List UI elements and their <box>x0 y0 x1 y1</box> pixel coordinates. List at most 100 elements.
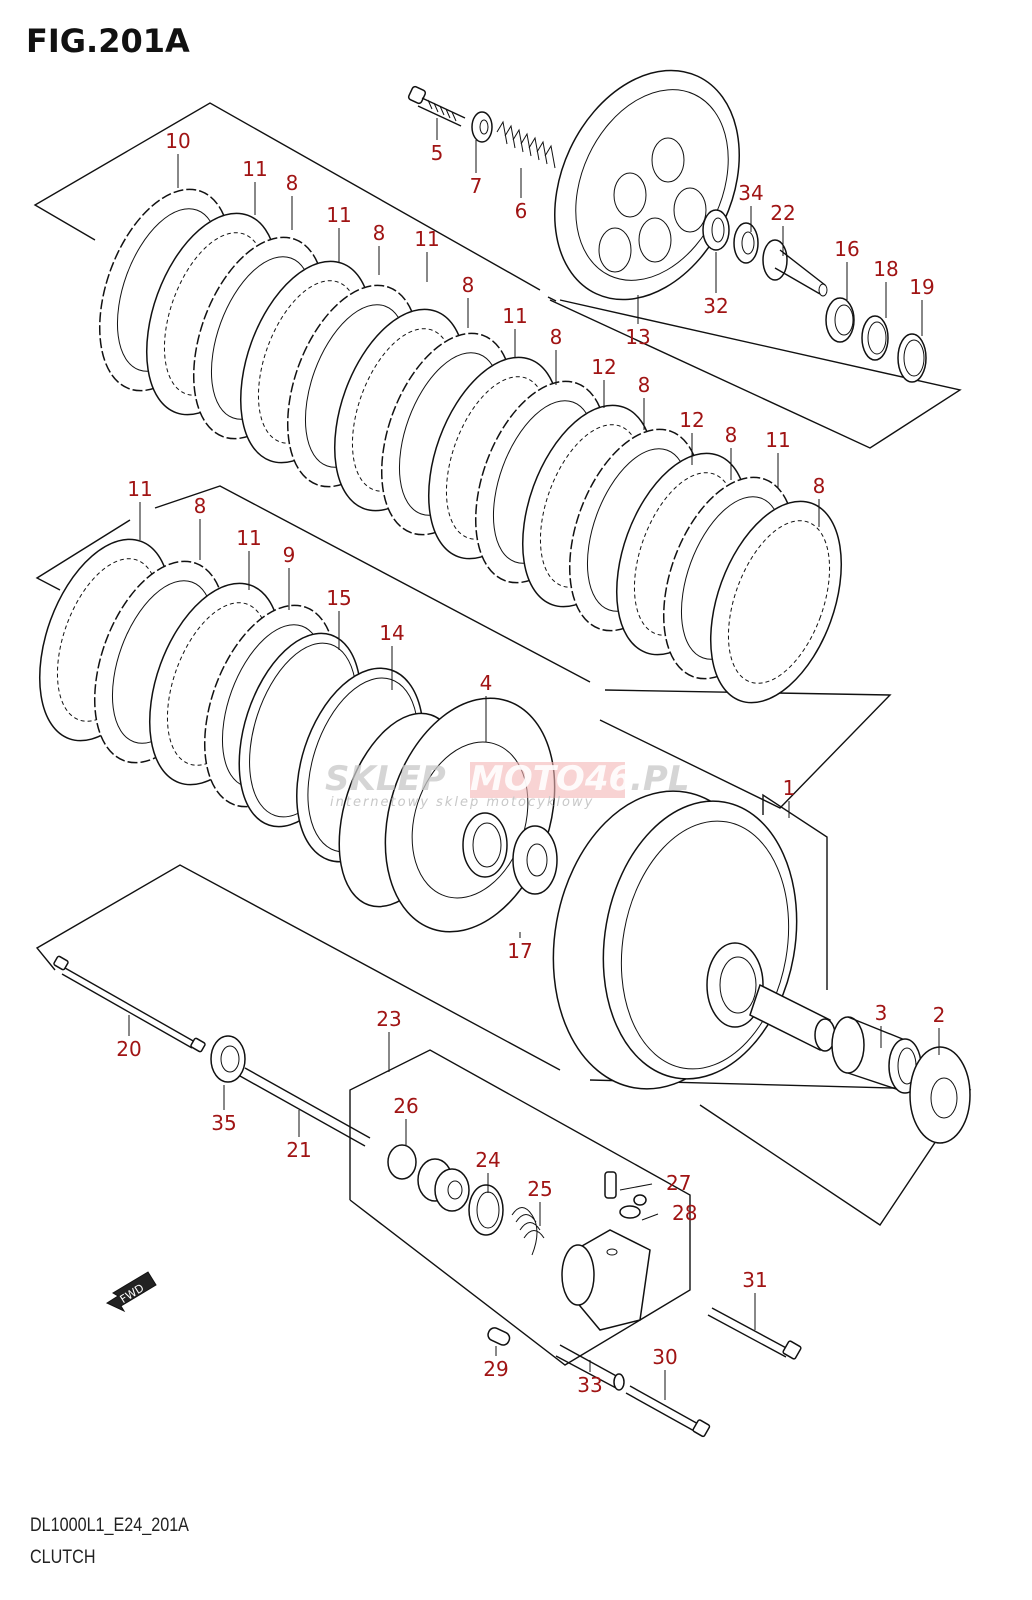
callout-11: 11 <box>765 428 790 488</box>
callout-number: 33 <box>577 1373 602 1397</box>
callout-leader-line <box>620 1184 652 1190</box>
watermark-brand-mid: MOTO46 <box>470 759 632 799</box>
callout-number: 11 <box>127 477 152 501</box>
callout-number: 12 <box>591 355 616 379</box>
callout-13: 13 <box>625 295 650 349</box>
callout-8: 8 <box>286 171 299 230</box>
callout-11: 11 <box>414 227 439 282</box>
callout-number: 8 <box>813 474 826 498</box>
part-washer-7 <box>472 112 492 142</box>
callout-23: 23 <box>376 1007 401 1072</box>
callout-number: 11 <box>236 526 261 550</box>
part-release-cylinder <box>562 1230 650 1330</box>
callout-number: 8 <box>286 171 299 195</box>
callout-number: 20 <box>116 1037 141 1061</box>
part-clutch-housing-1 <box>531 774 835 1106</box>
part-washer-19 <box>898 334 926 382</box>
watermark-brand-left: SKLEP <box>325 759 446 799</box>
callout-10: 10 <box>165 129 190 188</box>
callout-number: 30 <box>652 1345 677 1369</box>
part-cap-26 <box>388 1145 416 1179</box>
callout-number: 6 <box>515 199 528 223</box>
callout-number: 17 <box>507 939 532 963</box>
callout-5: 5 <box>431 118 444 165</box>
callout-11: 11 <box>502 304 527 358</box>
callout-9: 9 <box>283 543 296 610</box>
callout-27: 27 <box>620 1171 691 1195</box>
callout-6: 6 <box>515 168 528 223</box>
callout-32: 32 <box>703 252 728 318</box>
callout-number: 13 <box>625 325 650 349</box>
part-washer-2 <box>910 1047 970 1143</box>
part-needle-bearing-3 <box>832 1017 921 1093</box>
part-spring-6 <box>497 122 555 168</box>
callout-11: 11 <box>326 203 351 262</box>
callout-29: 29 <box>483 1346 508 1381</box>
part-bearing-34 <box>734 223 758 263</box>
callout-31: 31 <box>742 1268 767 1330</box>
callout-number: 18 <box>873 257 898 281</box>
callout-11: 11 <box>242 157 267 215</box>
callout-number: 2 <box>933 1003 946 1027</box>
callout-number: 35 <box>211 1111 236 1135</box>
part-pressure-plate-13 <box>519 40 775 329</box>
callout-number: 8 <box>725 423 738 447</box>
part-cap-28 <box>620 1195 646 1218</box>
callout-7: 7 <box>470 140 483 198</box>
part-washer-32 <box>703 210 729 250</box>
callout-number: 11 <box>242 157 267 181</box>
part-spring-25 <box>512 1208 544 1256</box>
callout-number: 5 <box>431 141 444 165</box>
callout-11: 11 <box>127 477 152 540</box>
callout-8: 8 <box>194 494 207 560</box>
callout-number: 8 <box>638 373 651 397</box>
callout-number: 21 <box>286 1138 311 1162</box>
callout-number: 9 <box>283 543 296 567</box>
callout-leader-line <box>642 1214 658 1220</box>
part-seal-24 <box>469 1185 503 1235</box>
callout-number: 16 <box>834 237 859 261</box>
callout-8: 8 <box>462 273 475 328</box>
part-nut-16 <box>826 298 854 342</box>
callout-number: 8 <box>462 273 475 297</box>
part-bolt-30 <box>626 1386 710 1437</box>
callout-number: 3 <box>875 1001 888 1025</box>
callout-number: 14 <box>379 621 404 645</box>
part-oil-seal-35 <box>211 1036 245 1082</box>
watermark-tagline: internetowy sklep motocyklowy <box>330 795 594 810</box>
callout-16: 16 <box>834 237 859 300</box>
callout-number: 12 <box>679 408 704 432</box>
callout-number: 25 <box>527 1177 552 1201</box>
callout-number: 23 <box>376 1007 401 1031</box>
callout-8: 8 <box>550 325 563 385</box>
callout-number: 29 <box>483 1357 508 1381</box>
callout-21: 21 <box>286 1110 311 1162</box>
callout-number: 26 <box>393 1094 418 1118</box>
callout-number: 10 <box>165 129 190 153</box>
callout-26: 26 <box>393 1094 418 1146</box>
part-bleeder-27 <box>605 1172 616 1198</box>
callout-3: 3 <box>875 1001 888 1048</box>
part-thrust-washer-17 <box>513 826 557 894</box>
callout-33: 33 <box>577 1360 602 1397</box>
callout-number: 24 <box>475 1148 500 1172</box>
callout-28: 28 <box>642 1201 697 1225</box>
callout-number: 15 <box>326 586 351 610</box>
figure-code: DL1000L1_E24_201A <box>30 1515 189 1537</box>
callout-number: 22 <box>770 201 795 225</box>
callout-11: 11 <box>236 526 261 590</box>
callout-number: 28 <box>672 1201 697 1225</box>
callout-30: 30 <box>652 1345 677 1400</box>
callout-number: 31 <box>742 1268 767 1292</box>
callout-number: 7 <box>470 174 483 198</box>
fwd-arrow-icon: FWD <box>107 1272 156 1311</box>
callout-35: 35 <box>211 1085 236 1135</box>
callout-8: 8 <box>373 221 386 275</box>
callout-18: 18 <box>873 257 898 318</box>
callout-number: 11 <box>326 203 351 227</box>
callout-number: 8 <box>194 494 207 518</box>
callout-number: 32 <box>703 294 728 318</box>
callout-number: 11 <box>414 227 439 251</box>
part-washer-18 <box>862 316 888 360</box>
figure-name: CLUTCH <box>30 1547 96 1569</box>
